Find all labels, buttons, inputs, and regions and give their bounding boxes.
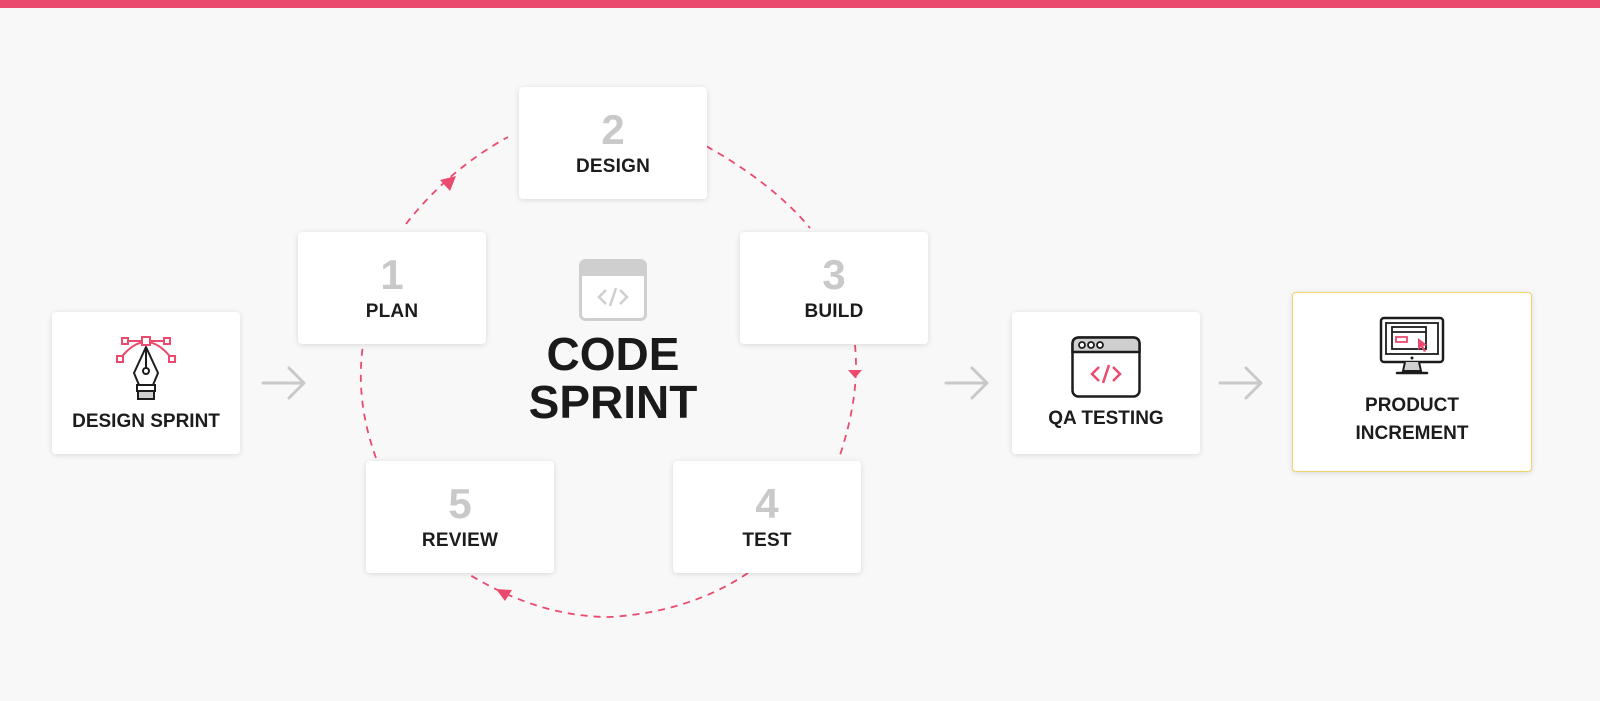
step-number: 3 [822, 251, 846, 298]
step-card-plan[interactable]: 1 PLAN [298, 232, 486, 344]
step-number: 5 [448, 480, 472, 527]
top-accent-bar [0, 0, 1600, 8]
step-number: 1 [380, 251, 404, 298]
code-sprint-line2: SPRINT [528, 376, 698, 428]
product-increment-line2: INCREMENT [1355, 423, 1469, 444]
browser-code-icon [1071, 336, 1141, 398]
flow-arrow-3 [1218, 366, 1263, 400]
step-label: BUILD [804, 301, 864, 322]
step-label: DESIGN [575, 156, 651, 177]
step-number: 2 [601, 106, 625, 153]
ring-arc-test-review [469, 572, 749, 618]
product-increment-card[interactable]: PRODUCT INCREMENT [1292, 292, 1532, 472]
monitor-icon [1379, 316, 1445, 375]
step-label: TEST [742, 530, 792, 551]
step-card-design[interactable]: 2 DESIGN [519, 87, 707, 199]
design-sprint-card[interactable]: DESIGN SPRINT [52, 312, 240, 454]
step-number: 4 [755, 480, 779, 527]
ring-arc-design-build [694, 139, 811, 229]
code-window-icon [579, 259, 647, 321]
ring-arc-review-plan [359, 344, 377, 459]
design-sprint-label: DESIGN SPRINT [72, 411, 220, 432]
ring-arc-plan-design [405, 136, 509, 225]
code-sprint-title: CODE SPRINT [505, 330, 721, 426]
step-card-review[interactable]: 5 REVIEW [366, 461, 554, 573]
arrow-to-design [440, 176, 456, 191]
arrow-to-test [848, 370, 862, 378]
step-label: REVIEW [421, 530, 499, 551]
qa-testing-card[interactable]: QA TESTING [1012, 312, 1200, 454]
flow-arrow-1 [261, 366, 306, 400]
arrow-to-review [496, 589, 512, 601]
step-card-test[interactable]: 4 TEST [673, 461, 861, 573]
step-label: PLAN [365, 301, 419, 322]
ring-arc-build-test [839, 344, 857, 456]
pen-tool-icon [116, 336, 176, 400]
code-sprint-line1: CODE [546, 328, 680, 380]
step-card-build[interactable]: 3 BUILD [740, 232, 928, 344]
product-increment-label: PRODUCT INCREMENT [1356, 392, 1469, 448]
flow-arrow-2 [944, 366, 989, 400]
product-increment-line1: PRODUCT [1365, 395, 1459, 416]
qa-testing-label: QA TESTING [1048, 408, 1164, 429]
